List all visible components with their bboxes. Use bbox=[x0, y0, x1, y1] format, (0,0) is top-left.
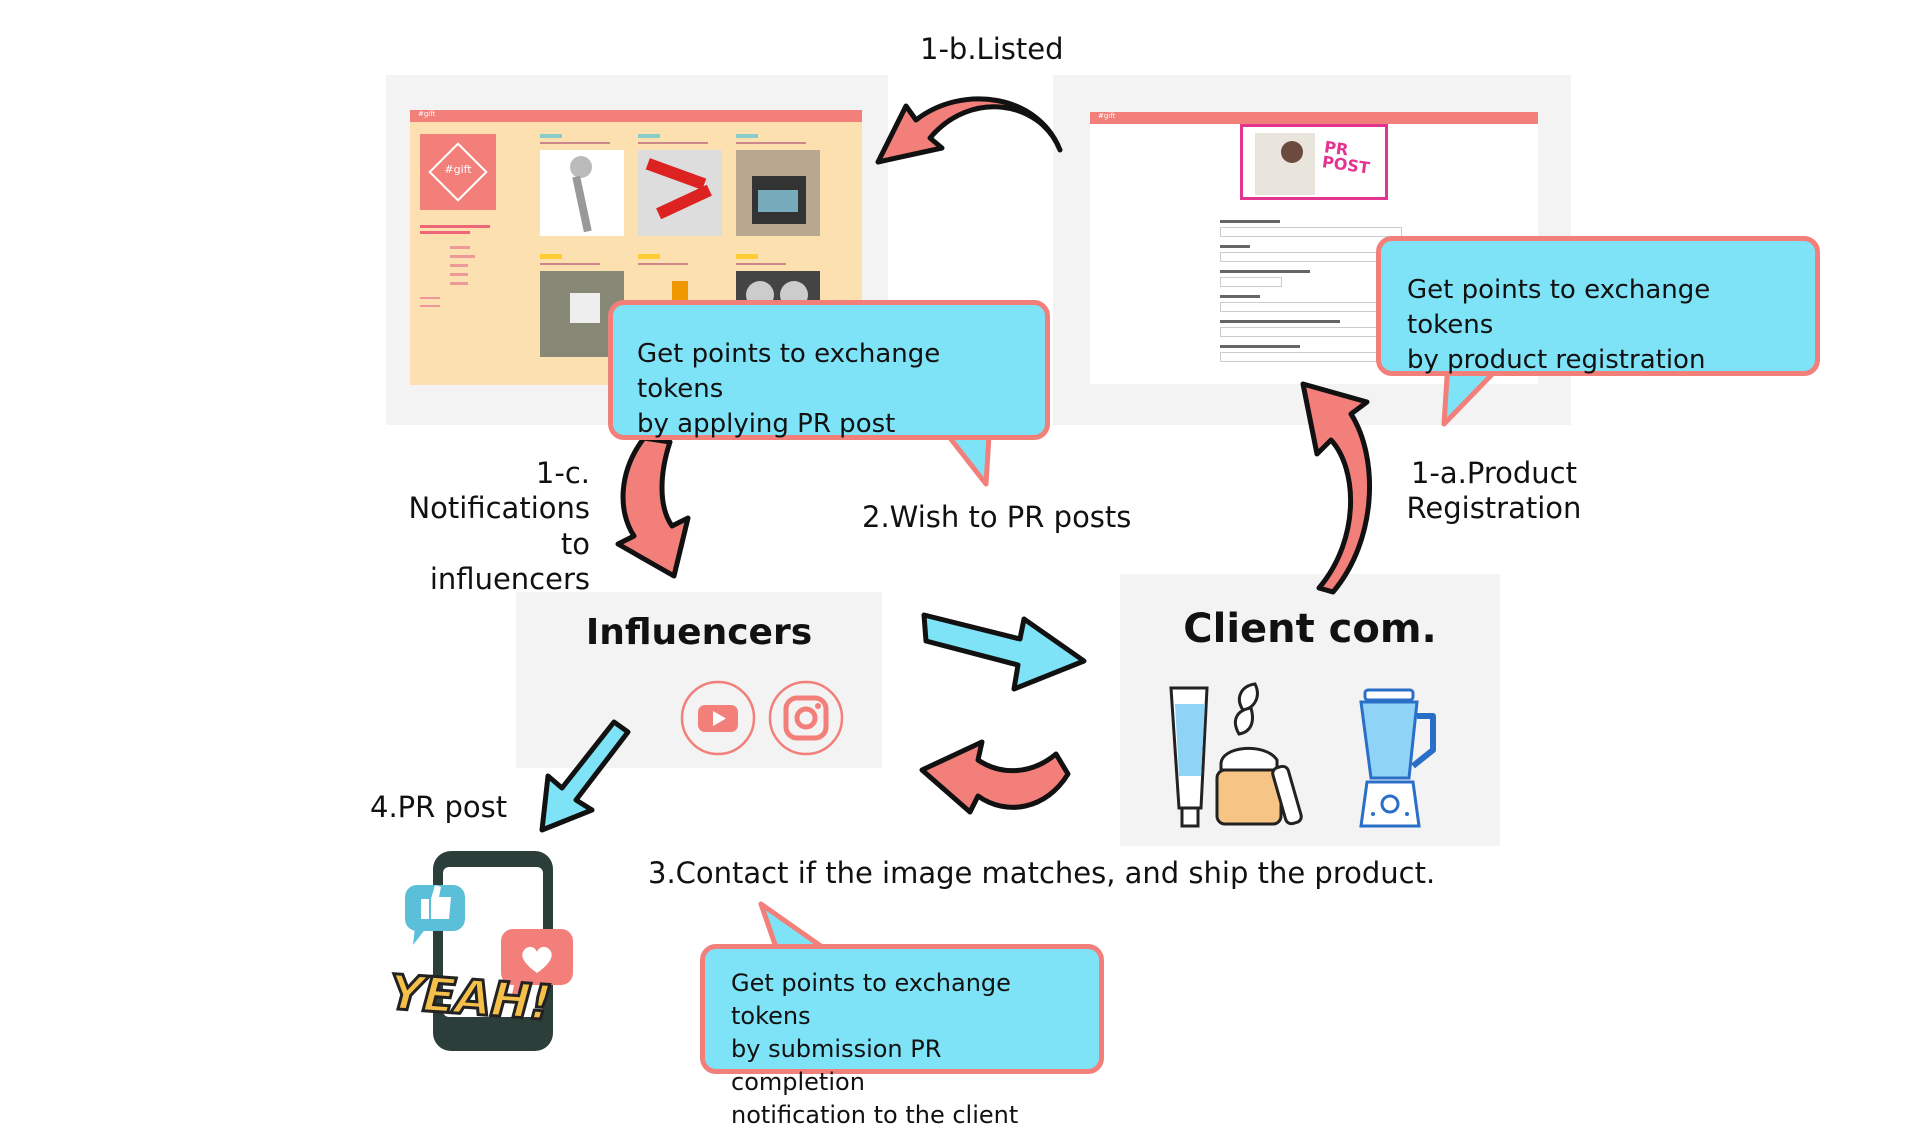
registration-brand: #gift bbox=[1098, 112, 1116, 120]
label-notifications: 1-c. Notifications to influencers bbox=[380, 456, 590, 598]
label-contact: 3.Contact if the image matches, and ship… bbox=[648, 856, 1436, 890]
client-title: Client com. bbox=[1183, 606, 1437, 652]
label-product-registration: 1-a.Product Registration bbox=[1404, 456, 1584, 527]
bubble-apply-line1: Get points to exchange tokens bbox=[637, 339, 941, 405]
bubble-registration-line2: by product registration bbox=[1407, 345, 1706, 376]
bubble-submission-line1: Get points to exchange tokens bbox=[731, 969, 1011, 1031]
listing-logo-text: #gift bbox=[444, 163, 472, 176]
listing-screenshot: #gift #gift bbox=[410, 110, 862, 385]
listing-product-card bbox=[540, 134, 626, 236]
influencers-title: Influencers bbox=[585, 612, 813, 653]
label-notifications-line2: Notifications to bbox=[408, 491, 590, 561]
listing-brand: #gift bbox=[418, 110, 436, 118]
bubble-registration-line1: Get points to exchange tokens bbox=[1407, 275, 1711, 341]
listing-logo: #gift bbox=[420, 134, 496, 210]
arrow-contact bbox=[919, 739, 1071, 815]
listing-sidebar-text bbox=[420, 222, 500, 310]
youtube-icon bbox=[680, 680, 756, 756]
listing-topbar: #gift bbox=[410, 110, 862, 122]
product-image-showerhead bbox=[540, 150, 624, 236]
pr-post-image: PR POST bbox=[1240, 124, 1388, 200]
label-product-registration-line1: 1-a.Product bbox=[1410, 456, 1577, 490]
bubble-submission-line3: notification to the client bbox=[731, 1101, 1019, 1130]
label-notifications-line3: influencers bbox=[429, 562, 590, 597]
arrow-notifications bbox=[615, 435, 691, 579]
phone-icon bbox=[405, 851, 573, 1051]
listing-product-card bbox=[638, 134, 724, 236]
registration-topbar: #gift bbox=[1090, 112, 1538, 124]
product-image-red-items bbox=[638, 150, 722, 236]
instagram-icon bbox=[768, 680, 844, 756]
label-product-registration-line2: Registration bbox=[1406, 491, 1582, 526]
arrow-listed bbox=[875, 96, 1063, 165]
cosmetics-icon bbox=[1169, 682, 1303, 828]
label-pr-post: 4.PR post bbox=[370, 790, 508, 824]
product-image-bag bbox=[736, 150, 820, 236]
bubble-registration: Get points to exchange tokens by product… bbox=[1376, 236, 1820, 376]
pr-post-stamp: PR POST bbox=[1320, 137, 1371, 178]
bubble-submission: Get points to exchange tokens by submiss… bbox=[700, 944, 1104, 1129]
bubble-apply: Get points to exchange tokens by applyin… bbox=[608, 300, 1050, 440]
blender-icon bbox=[1359, 688, 1436, 828]
bubble-submission-line2: by submission PR completion bbox=[731, 1035, 942, 1097]
registration-form bbox=[1220, 216, 1530, 370]
bubble-apply-line2: by applying PR post bbox=[637, 409, 896, 440]
label-listed: 1-b.Listed bbox=[920, 32, 1064, 66]
label-notifications-line1: 1-c. bbox=[535, 456, 590, 490]
listing-product-card bbox=[736, 134, 822, 236]
label-wish: 2.Wish to PR posts bbox=[862, 500, 1132, 534]
arrow-pr-post bbox=[539, 719, 631, 833]
heart-icon bbox=[501, 929, 573, 999]
arrow-product-registration bbox=[1300, 381, 1372, 595]
like-icon bbox=[405, 885, 465, 945]
arrow-wish bbox=[921, 612, 1087, 692]
